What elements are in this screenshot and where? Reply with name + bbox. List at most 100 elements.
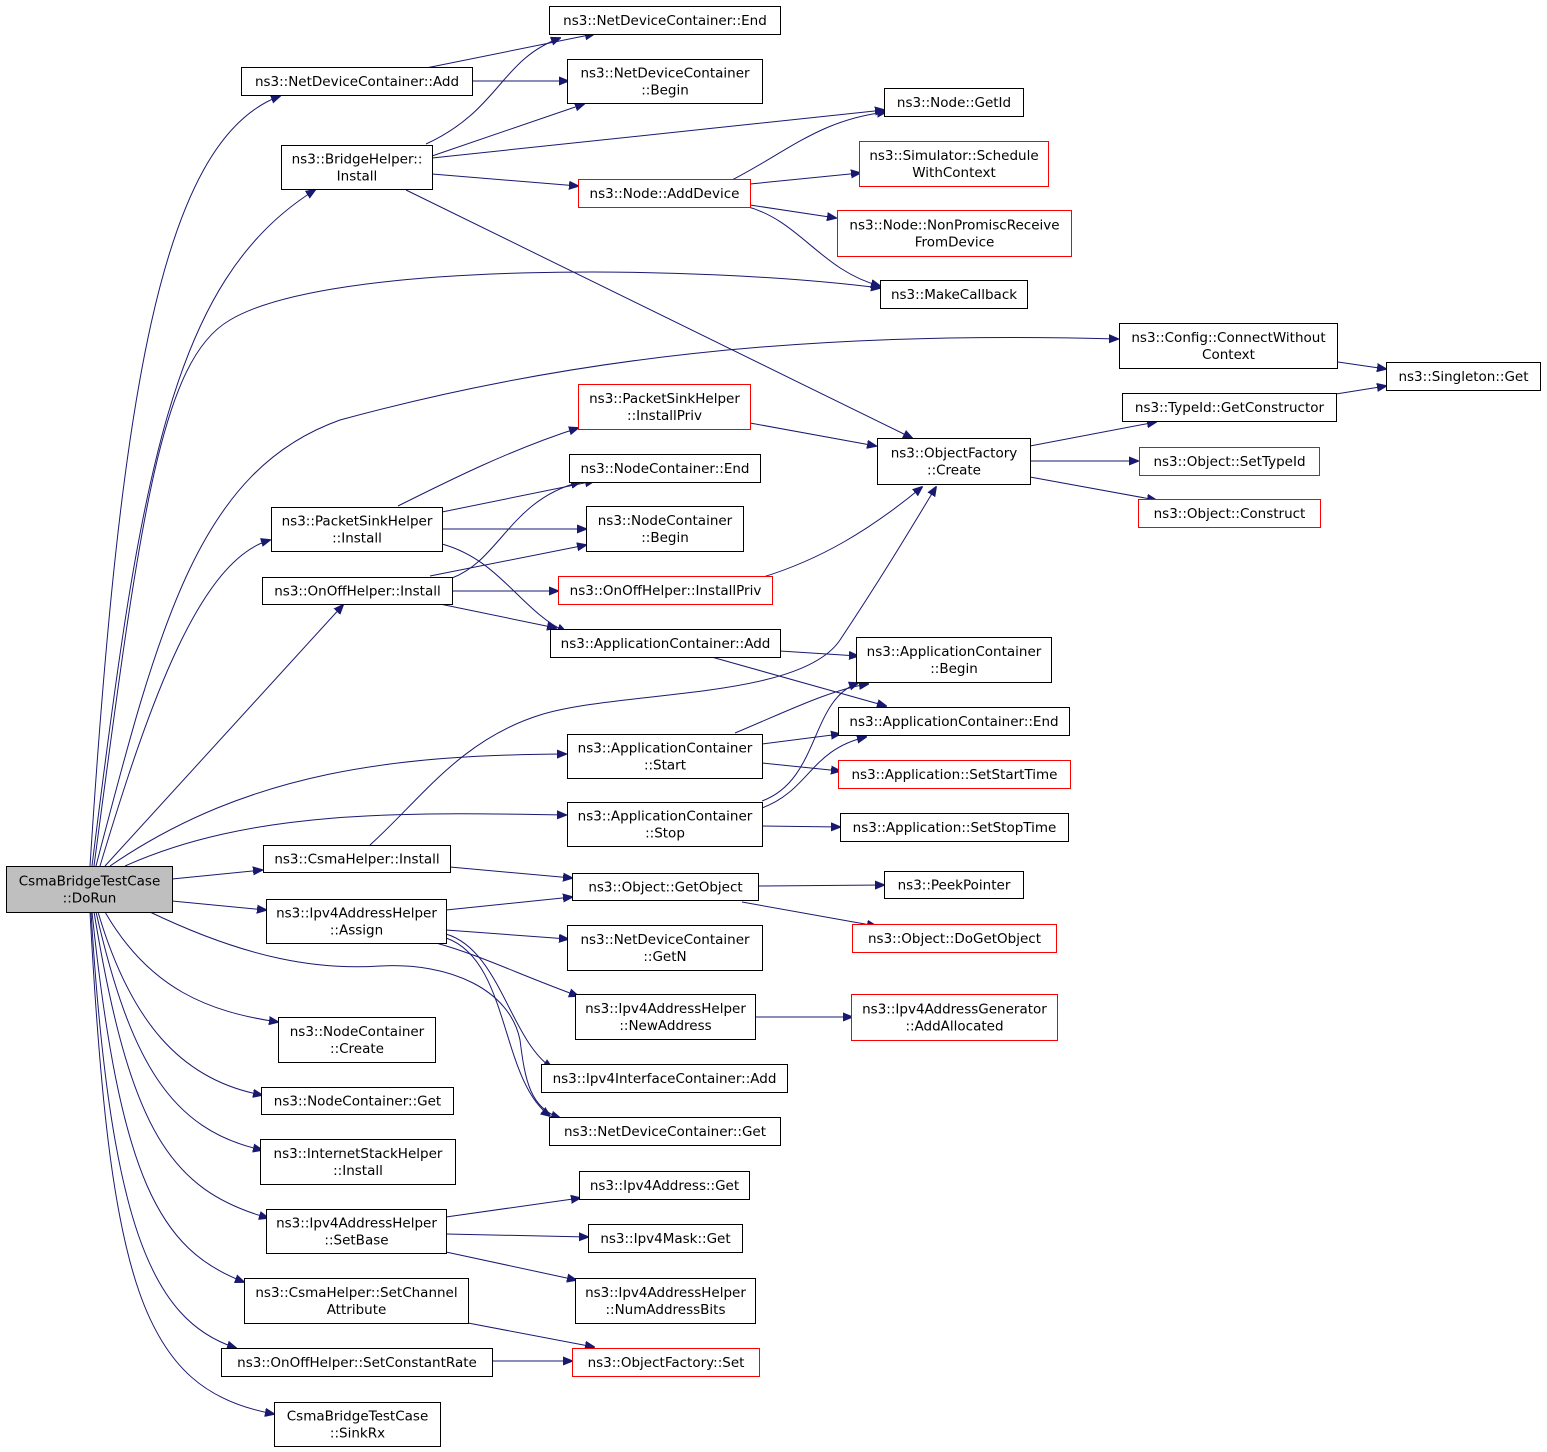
function-node-ndc-begin[interactable]: ns3::NetDeviceContainer::Begin xyxy=(567,59,763,104)
function-node-ndc-end[interactable]: ns3::NetDeviceContainer::End xyxy=(549,6,781,35)
function-node-ipv4h-numbits[interactable]: ns3::Ipv4AddressHelper::NumAddressBits xyxy=(575,1278,756,1324)
function-node-nc-get[interactable]: ns3::NodeContainer::Get xyxy=(261,1087,454,1115)
node-label-line: ns3::Ipv4AddressHelper xyxy=(585,1285,746,1301)
function-node-sinkrx[interactable]: CsmaBridgeTestCase::SinkRx xyxy=(274,1402,441,1447)
function-node-nc-begin[interactable]: ns3::NodeContainer::Begin xyxy=(586,506,744,552)
node-label-line: ns3::ObjectFactory xyxy=(891,446,1018,462)
function-node-psh-installpriv[interactable]: ns3::PacketSinkHelper::InstallPriv xyxy=(578,384,751,430)
node-box xyxy=(541,1064,788,1093)
node-box xyxy=(221,1348,493,1377)
function-node-node-getid[interactable]: ns3::Node::GetId xyxy=(884,88,1024,117)
function-node-app-setstop[interactable]: ns3::Application::SetStopTime xyxy=(840,813,1069,842)
node-box xyxy=(281,145,433,190)
function-node-obj-dogetobject[interactable]: ns3::Object::DoGetObject xyxy=(852,924,1057,953)
function-node-ipv4gen-addalloc[interactable]: ns3::Ipv4AddressGenerator::AddAllocated xyxy=(851,994,1058,1041)
function-node-ipv4h-assign[interactable]: ns3::Ipv4AddressHelper::Assign xyxy=(266,899,447,944)
node-box xyxy=(263,845,451,873)
node-label-line: CsmaBridgeTestCase xyxy=(19,874,161,890)
function-node-appc-add[interactable]: ns3::ApplicationContainer::Add xyxy=(550,629,781,658)
node-label-line: ns3::Object::Construct xyxy=(1154,506,1306,522)
node-label-line: ::Create xyxy=(927,463,981,479)
node-label-line: ns3::Ipv4InterfaceContainer::Add xyxy=(553,1071,777,1087)
function-node-appc-end[interactable]: ns3::ApplicationContainer::End xyxy=(838,707,1070,736)
node-box xyxy=(877,438,1031,485)
function-node-node-adddevice[interactable]: ns3::Node::AddDevice xyxy=(578,179,751,208)
node-box xyxy=(266,899,447,944)
node-label-line: ns3::ApplicationContainer xyxy=(578,741,753,757)
node-box xyxy=(274,1402,441,1447)
function-node-ish-install[interactable]: ns3::InternetStackHelper::Install xyxy=(260,1139,456,1185)
node-label-line: ::NumAddressBits xyxy=(605,1302,725,1318)
node-label-line: ns3::CsmaHelper::SetChannel xyxy=(255,1285,457,1301)
call-nodes: CsmaBridgeTestCase::DoRunns3::NetDeviceC… xyxy=(6,6,1541,1447)
node-label-line: ::AddAllocated xyxy=(905,1019,1003,1035)
node-label-line: ns3::Ipv4Address::Get xyxy=(590,1178,739,1194)
node-box xyxy=(260,1139,456,1185)
node-label-line: Attribute xyxy=(327,1302,387,1318)
node-label-line: ns3::Ipv4AddressGenerator xyxy=(862,1002,1047,1018)
node-box xyxy=(567,802,763,847)
node-box xyxy=(549,1117,781,1146)
function-node-of-create[interactable]: ns3::ObjectFactory::Create xyxy=(877,438,1031,485)
node-box xyxy=(567,925,763,971)
function-node-appc-start[interactable]: ns3::ApplicationContainer::Start xyxy=(567,734,763,779)
function-node-ipv4h-newaddr[interactable]: ns3::Ipv4AddressHelper::NewAddress xyxy=(575,994,756,1040)
function-node-obj-construct[interactable]: ns3::Object::Construct xyxy=(1138,499,1321,528)
function-node-singleton-get[interactable]: ns3::Singleton::Get xyxy=(1386,362,1541,391)
function-node-onoff-install[interactable]: ns3::OnOffHelper::Install xyxy=(262,577,453,605)
node-box xyxy=(262,577,453,605)
node-label-line: ::Install xyxy=(333,1163,383,1179)
function-node-bridge-install[interactable]: ns3::BridgeHelper::Install xyxy=(281,145,433,190)
function-node-typeid-getctor[interactable]: ns3::TypeId::GetConstructor xyxy=(1122,393,1337,422)
node-label-line: ns3::MakeCallback xyxy=(891,287,1017,303)
node-label-line: ::Assign xyxy=(330,923,383,939)
node-box xyxy=(578,179,751,208)
node-box xyxy=(1386,362,1541,391)
node-label-line: ns3::BridgeHelper:: xyxy=(292,152,423,168)
node-label-line: CsmaBridgeTestCase xyxy=(287,1409,429,1425)
node-box xyxy=(550,629,781,658)
function-node-onoff-installpriv[interactable]: ns3::OnOffHelper::InstallPriv xyxy=(558,576,773,605)
function-node-psh-install[interactable]: ns3::PacketSinkHelper::Install xyxy=(271,507,443,552)
function-node-csma-install[interactable]: ns3::CsmaHelper::Install xyxy=(263,845,451,873)
function-node-makecallback[interactable]: ns3::MakeCallback xyxy=(880,280,1028,309)
node-label-line: ns3::Application::SetStartTime xyxy=(852,767,1058,783)
function-node-app-setstart[interactable]: ns3::Application::SetStartTime xyxy=(838,760,1071,789)
node-box xyxy=(1138,499,1321,528)
function-node-peekpointer[interactable]: ns3::PeekPointer xyxy=(884,871,1024,899)
node-label-line: ns3::Ipv4AddressHelper xyxy=(276,1216,437,1232)
node-label-line: ns3::Node::NonPromiscReceive xyxy=(849,218,1059,234)
node-box xyxy=(572,873,759,901)
function-node-appc-begin[interactable]: ns3::ApplicationContainer::Begin xyxy=(856,637,1052,683)
node-label-line: ns3::OnOffHelper::InstallPriv xyxy=(570,583,762,599)
node-box xyxy=(244,1278,469,1324)
function-node-ndc-get[interactable]: ns3::NetDeviceContainer::Get xyxy=(549,1117,781,1146)
node-label-line: ns3::NetDeviceContainer xyxy=(580,932,750,948)
function-node-ndc-add[interactable]: ns3::NetDeviceContainer::Add xyxy=(241,67,473,96)
node-box xyxy=(575,1278,756,1324)
function-node-obj-getobject[interactable]: ns3::Object::GetObject xyxy=(572,873,759,901)
function-node-ipv4h-setbase[interactable]: ns3::Ipv4AddressHelper::SetBase xyxy=(266,1209,447,1254)
function-node-of-set[interactable]: ns3::ObjectFactory::Set xyxy=(572,1348,760,1377)
node-label-line: ns3::NodeContainer xyxy=(598,513,733,529)
node-label-line: ns3::InternetStackHelper xyxy=(274,1146,443,1162)
function-node-nc-end[interactable]: ns3::NodeContainer::End xyxy=(569,454,761,483)
function-node-ndc-getn[interactable]: ns3::NetDeviceContainer::GetN xyxy=(567,925,763,971)
function-node-ipv4mask-get[interactable]: ns3::Ipv4Mask::Get xyxy=(588,1224,743,1253)
function-node-obj-settypeid[interactable]: ns3::Object::SetTypeId xyxy=(1139,447,1320,476)
function-node-nc-create[interactable]: ns3::NodeContainer::Create xyxy=(278,1017,436,1063)
node-box xyxy=(271,507,443,552)
node-box xyxy=(1119,323,1338,369)
node-box xyxy=(569,454,761,483)
function-node-onoff-setrate[interactable]: ns3::OnOffHelper::SetConstantRate xyxy=(221,1348,493,1377)
function-node-ipv4ic-add[interactable]: ns3::Ipv4InterfaceContainer::Add xyxy=(541,1064,788,1093)
node-box xyxy=(880,280,1028,309)
node-label-line: ns3::Application::SetStopTime xyxy=(853,820,1057,836)
function-node-appc-stop[interactable]: ns3::ApplicationContainer::Stop xyxy=(567,802,763,847)
function-node-ipv4addr-get[interactable]: ns3::Ipv4Address::Get xyxy=(579,1171,750,1200)
